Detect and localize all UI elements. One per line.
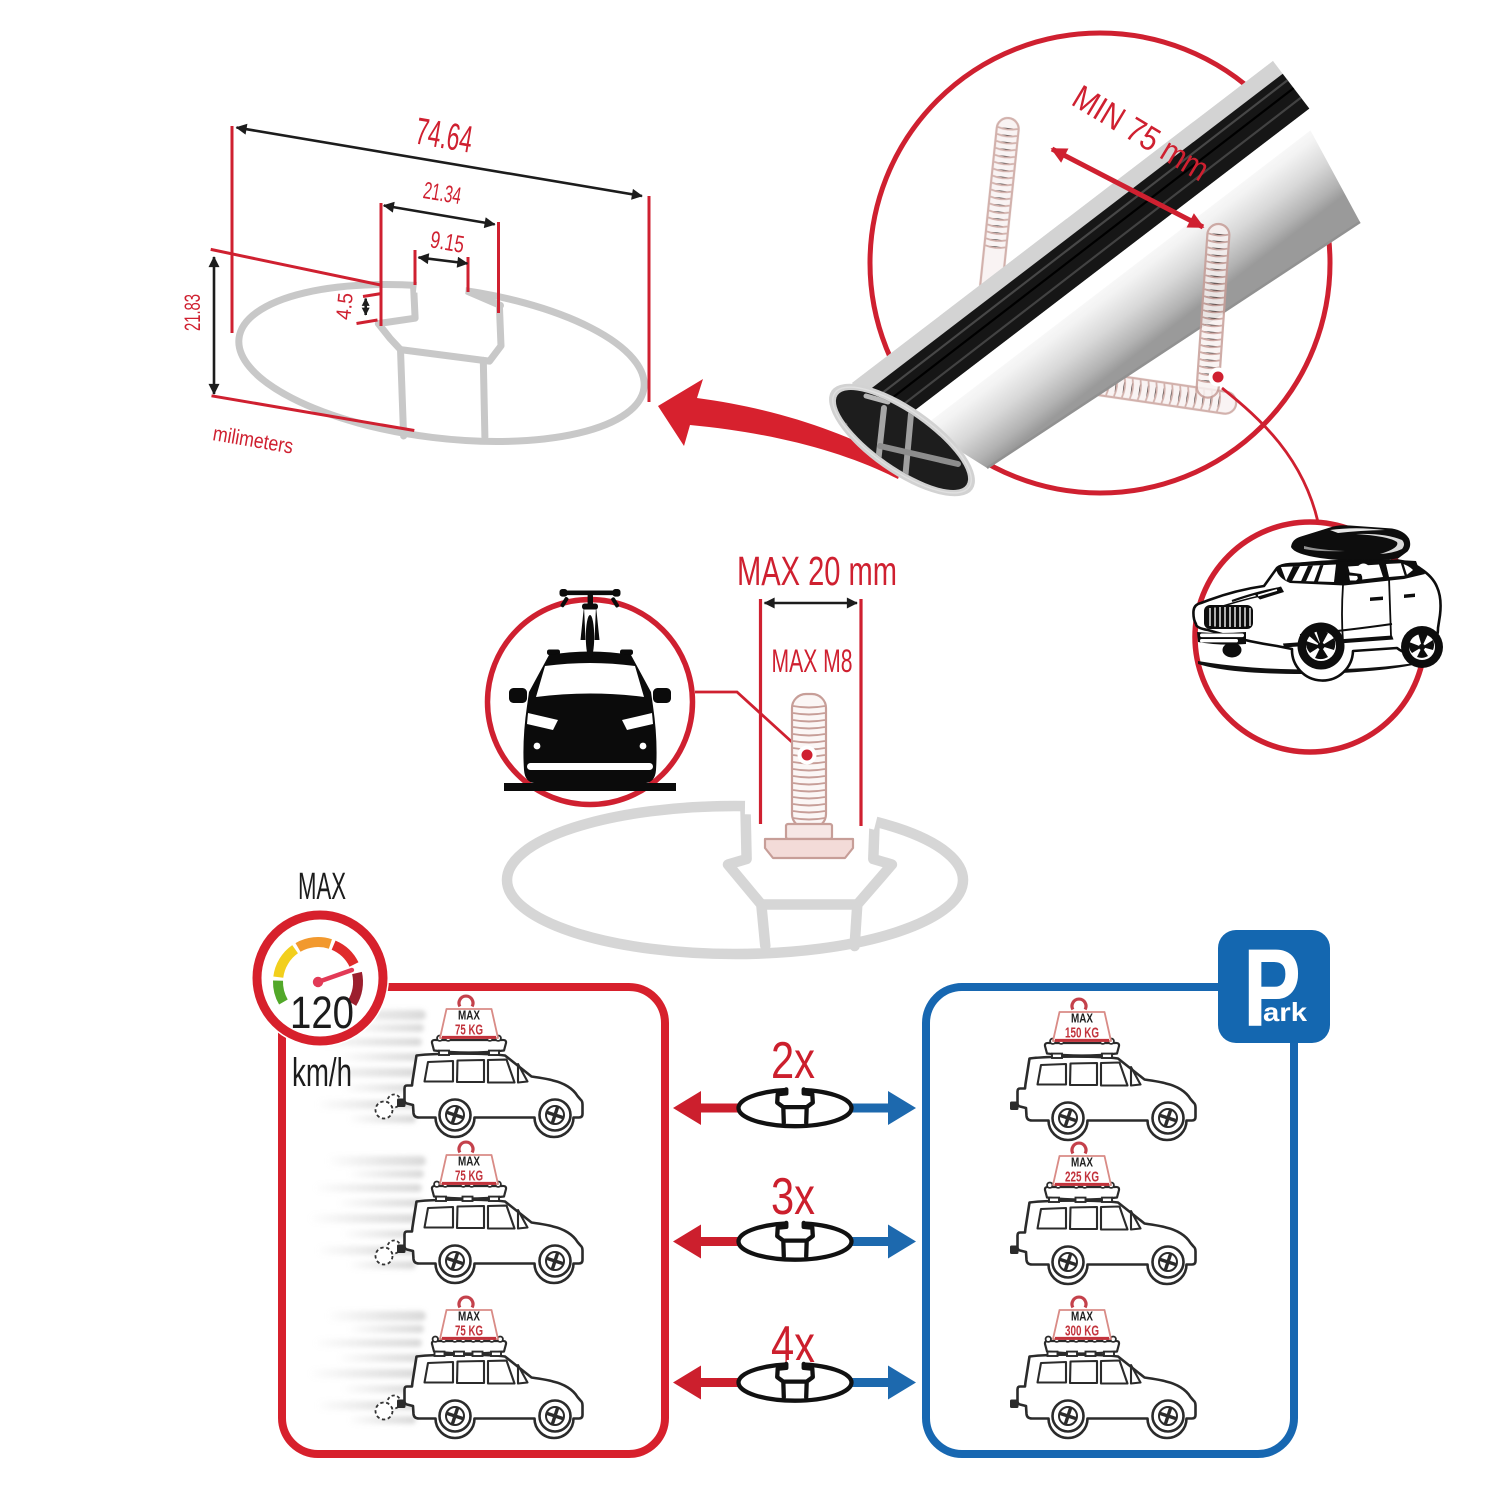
bolt-extension-lines xyxy=(758,599,863,826)
arrow-right-blue xyxy=(851,1091,916,1125)
driving-speed-box xyxy=(278,983,669,1458)
profile-cross-section-drawing: 74.64 21.34 9.15 4.5 21.83 milimeters xyxy=(180,111,903,479)
roof-load-badge: MAX 75 KG xyxy=(438,994,500,1040)
roof-load-badge: MAX 75 KG xyxy=(438,1295,500,1341)
car-driving-3: MAX 75 KG xyxy=(309,1295,585,1440)
qty-label: 3x xyxy=(771,1168,815,1226)
u-bolt-front xyxy=(1195,222,1231,399)
qty-row-4x: 4x xyxy=(673,1316,916,1401)
zoom-arrow xyxy=(658,379,903,479)
car-driving-2: MAX 75 KG xyxy=(309,1140,585,1285)
car-parked-1: MAX 150 KG xyxy=(1008,997,1198,1142)
t-bolt-diagram: MAX 20 mm MAX M8 xyxy=(501,548,969,960)
load-value: 75 KG xyxy=(455,1168,483,1185)
load-max-label: MAX xyxy=(1071,1310,1094,1324)
bar-cut-face xyxy=(829,383,975,497)
gauge-needle-pivot xyxy=(312,976,324,988)
load-max-label: MAX xyxy=(458,1310,481,1324)
speed-unit: km/h xyxy=(292,1051,352,1095)
t-bolt xyxy=(763,692,855,860)
bike-silhouette xyxy=(559,589,621,659)
dimension-channel-width: 9.15 xyxy=(428,226,466,258)
load-max-label: MAX xyxy=(1071,1012,1094,1026)
dimension-total-width: 74.64 xyxy=(412,111,475,162)
car-parked-2: MAX 225 KG xyxy=(1008,1141,1198,1286)
dimension-lines xyxy=(208,123,643,395)
park-ark: ark xyxy=(1263,997,1308,1027)
max-width-label: MAX 20 mm xyxy=(737,548,897,594)
capacity-section: MAX 75 KG MAX 75 KG MAX 75 KG MAX 150 KG xyxy=(251,866,1330,1458)
car-parked-3: MAX 300 KG xyxy=(1008,1295,1198,1440)
crossbar-photo: MIN 75 mm xyxy=(829,30,1361,523)
min-span-arrow xyxy=(1050,146,1205,230)
arrow-right-blue xyxy=(851,1365,916,1400)
car-driving-1: MAX 75 KG xyxy=(309,994,585,1139)
bolt-highlight-dot-center xyxy=(1212,371,1224,383)
arrow-left-red xyxy=(673,1224,738,1259)
suv-rear-wheel xyxy=(1401,626,1443,668)
roof-load-badge: MAX 75 KG xyxy=(438,1140,500,1186)
qty-row-2x: 2x xyxy=(673,1032,916,1126)
qty-row-3x: 3x xyxy=(673,1168,916,1260)
load-value: 150 KG xyxy=(1065,1025,1099,1042)
arrow-left-red xyxy=(673,1365,738,1400)
park-sign: P ark xyxy=(1218,927,1330,1050)
parked-box xyxy=(922,983,1298,1458)
speed-limit-gauge: MAX 120 km/h xyxy=(251,866,389,1095)
load-value: 225 KG xyxy=(1065,1169,1099,1186)
car-front-silhouette xyxy=(504,649,676,791)
load-value: 75 KG xyxy=(455,1022,483,1039)
arrow-left-red xyxy=(673,1091,738,1125)
photo-circle xyxy=(867,30,1333,496)
load-value: 75 KG xyxy=(455,1323,483,1340)
gauge-arc xyxy=(273,937,363,1006)
extension-lines xyxy=(210,126,651,432)
gauge-needle xyxy=(315,967,355,985)
suv-front-wheel xyxy=(1297,622,1345,670)
park-p: P xyxy=(1243,927,1301,1050)
profile-icon xyxy=(739,1086,852,1127)
speed-value: 120 xyxy=(290,987,354,1038)
profile-icon xyxy=(739,1360,852,1401)
faded-profile xyxy=(501,800,969,960)
units-label: milimeters xyxy=(211,422,295,458)
profile-icon xyxy=(739,1219,852,1260)
load-max-label: MAX xyxy=(458,1155,481,1169)
dimension-slot-width: 21.34 xyxy=(421,177,463,210)
callout-line-to-suv xyxy=(1221,386,1320,523)
roof-load-badge: MAX 225 KG xyxy=(1051,1141,1113,1187)
load-max-label: MAX xyxy=(1071,1156,1094,1170)
suv-roofbox-circle xyxy=(1192,519,1443,755)
arrow-right-blue xyxy=(851,1224,916,1259)
max-thread-label: MAX M8 xyxy=(772,643,853,679)
load-value: 300 KG xyxy=(1065,1323,1099,1340)
suv-illustration xyxy=(1192,525,1443,682)
car-bike-circle xyxy=(484,589,805,808)
callout-line-to-bolt xyxy=(695,690,805,755)
load-max-label: MAX xyxy=(458,1009,481,1023)
roof-load-badge: MAX 150 KG xyxy=(1051,997,1113,1043)
aluminum-bar xyxy=(829,61,1361,497)
dimension-slot-depth: 4.5 xyxy=(332,292,358,321)
bolt-dot-center xyxy=(801,749,813,761)
qty-label: 2x xyxy=(771,1032,815,1090)
ground-bar xyxy=(504,783,676,791)
speed-max-label: MAX xyxy=(298,866,346,908)
dimension-profile-height: 21.83 xyxy=(180,294,205,331)
roof-load-badge: MAX 300 KG xyxy=(1051,1295,1113,1341)
